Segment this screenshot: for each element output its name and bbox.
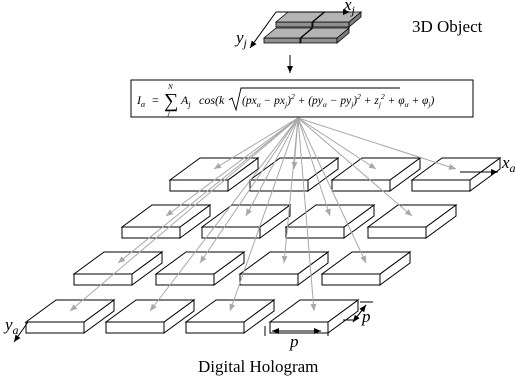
propagation-ray xyxy=(117,117,299,264)
hologram-pixel xyxy=(184,299,276,334)
hologram-pixel xyxy=(330,157,422,192)
object-y-axis-label: yj xyxy=(234,28,248,50)
propagation-rays xyxy=(69,117,457,312)
svg-text:Aj: Aj xyxy=(180,93,191,109)
propagation-ray xyxy=(149,117,299,312)
svg-text:cos(k: cos(k xyxy=(199,93,225,107)
hologram-pixel xyxy=(154,251,246,286)
svg-text:j: j xyxy=(167,109,170,117)
hologram-plane: xa ya p p Digital Hologram xyxy=(3,117,516,376)
propagation-ray xyxy=(229,117,299,312)
propagation-ray xyxy=(297,117,457,170)
equation-box: Iα = ∑ N j Aj cos(k (pxα − pxj)2 + (pyα … xyxy=(130,79,474,118)
pitch-label-depth: p xyxy=(361,307,371,326)
hologram-pixel xyxy=(238,251,330,286)
object-x-axis-label: xj xyxy=(343,0,356,17)
propagation-ray xyxy=(213,117,299,170)
propagation-ray xyxy=(297,117,317,312)
object-pixel xyxy=(299,27,351,44)
hologram-pixel xyxy=(410,157,502,192)
propagation-ray xyxy=(297,117,413,217)
object-plane: xj yj 3D Object xyxy=(234,0,483,50)
object-y-axis xyxy=(249,11,277,49)
object-label: 3D Object xyxy=(412,17,483,36)
propagation-ray xyxy=(297,117,377,170)
hologram-pixels xyxy=(24,157,502,334)
hologram-pixel xyxy=(366,204,458,239)
pitch-label-horizontal: p xyxy=(289,332,299,351)
propagation-ray xyxy=(281,117,299,264)
hologram-x-axis-label: xa xyxy=(501,153,516,175)
hologram-equation: Iα = ∑ N j Aj cos(k (pxα − pxj)2 + (pyα … xyxy=(136,83,435,117)
svg-text:=: = xyxy=(152,93,159,107)
propagation-ray xyxy=(69,117,299,312)
propagation-ray xyxy=(245,117,299,217)
svg-text:N: N xyxy=(167,83,173,91)
object-pixels xyxy=(262,11,363,44)
hologram-y-axis xyxy=(13,321,29,343)
hologram-pixel xyxy=(200,204,292,239)
hologram-pixel xyxy=(320,251,412,286)
svg-text:∑: ∑ xyxy=(164,90,178,112)
svg-text:(pxα − pxj)2 + (pyα − pyj)2 +: (pxα − pxj)2 + (pyα − pyj)2 + zj2 + φα +… xyxy=(242,92,435,109)
propagation-ray xyxy=(165,117,299,217)
propagation-ray xyxy=(199,117,299,264)
hologram-pixel xyxy=(24,299,116,334)
hologram-pixel xyxy=(120,204,212,239)
hologram-pixel xyxy=(72,251,164,286)
hologram-pixel xyxy=(284,204,376,239)
hologram-pixel xyxy=(104,299,196,334)
pitch-dimension-depth: p xyxy=(343,301,373,326)
svg-text:Iα: Iα xyxy=(136,93,146,109)
hologram-y-axis-label: ya xyxy=(3,315,19,337)
pitch-dimension-horizontal: p xyxy=(264,326,329,351)
hologram-label: Digital Hologram xyxy=(198,357,318,376)
propagation-ray xyxy=(297,117,367,264)
propagation-ray xyxy=(297,117,331,217)
